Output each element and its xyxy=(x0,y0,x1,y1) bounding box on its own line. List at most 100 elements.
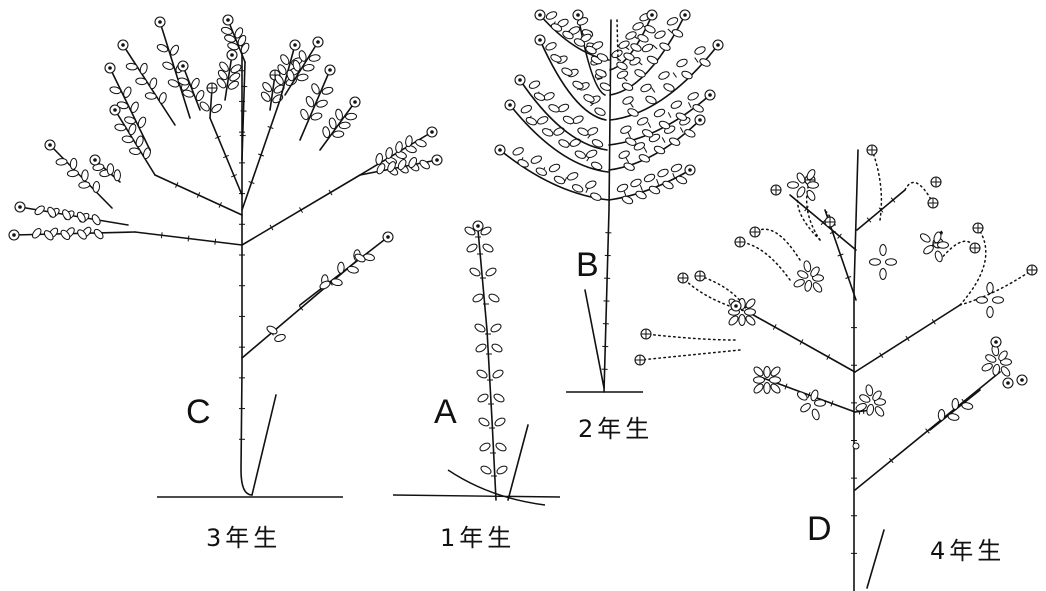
branch-line xyxy=(929,389,981,431)
node-tick xyxy=(845,276,852,279)
leaf-icon xyxy=(472,293,484,303)
branch-line xyxy=(519,79,608,151)
branch-line xyxy=(699,275,749,313)
leaf-icon xyxy=(553,127,565,136)
leaf-icon xyxy=(130,101,139,113)
flowerhead-center-icon xyxy=(430,130,434,134)
node-tick xyxy=(905,335,910,342)
leaf-icon xyxy=(572,184,584,193)
node-tick xyxy=(890,197,896,203)
node-tick xyxy=(866,217,872,223)
leaf-icon xyxy=(274,333,286,343)
leaf-icon xyxy=(525,116,537,126)
node-tick xyxy=(196,192,201,198)
branch-line xyxy=(299,236,389,306)
leaf-icon xyxy=(796,172,806,184)
node-tick xyxy=(627,132,631,138)
leaf-icon xyxy=(224,34,236,43)
leaf-icon xyxy=(558,139,570,148)
leaf-icon xyxy=(675,175,688,185)
node-tick xyxy=(799,339,804,345)
node-tick xyxy=(231,174,237,178)
leaf-icon xyxy=(137,116,147,128)
leaf-icon xyxy=(337,261,345,274)
leaf-icon xyxy=(128,123,137,136)
leaf-icon xyxy=(493,393,505,403)
leaf-icon xyxy=(694,46,706,55)
node-tick xyxy=(639,185,643,191)
root-line xyxy=(507,424,529,501)
leaf-icon xyxy=(553,175,566,185)
leaf-icon xyxy=(623,52,635,61)
node-tick xyxy=(931,318,936,325)
leaf-icon xyxy=(937,409,946,421)
leaf-icon xyxy=(744,308,756,316)
leaf-icon xyxy=(69,157,78,170)
leaf-icon xyxy=(985,354,997,363)
leaf-icon xyxy=(182,89,194,98)
leaf-icon xyxy=(262,82,273,93)
flowerhead-center-icon xyxy=(113,108,117,112)
leaf-icon xyxy=(637,117,649,126)
leaf-icon xyxy=(812,274,824,282)
flowerhead-center-icon xyxy=(108,66,112,70)
plant-age-d: 4年生 xyxy=(930,537,1005,565)
node-tick xyxy=(672,173,676,179)
leaf-icon xyxy=(476,369,488,379)
branch-line xyxy=(319,101,356,151)
plant-age-b: 2年生 xyxy=(578,415,653,443)
leaf-icon xyxy=(494,417,506,427)
leaf-icon xyxy=(937,241,949,249)
leaf-icon xyxy=(135,135,144,148)
node-tick xyxy=(652,44,658,50)
leaf-icon xyxy=(659,42,671,51)
flowerhead-center-icon xyxy=(328,68,332,72)
leaf-icon xyxy=(879,268,887,280)
leaf-icon xyxy=(234,27,244,39)
plant-letter-c: C xyxy=(186,393,211,431)
leaf-icon xyxy=(646,55,659,65)
node-tick xyxy=(647,122,652,128)
leaf-icon xyxy=(310,112,323,121)
node-tick xyxy=(269,224,274,231)
leaf-icon xyxy=(670,100,682,109)
leaf-icon xyxy=(347,265,359,274)
leaf-icon xyxy=(55,158,68,166)
leaf-icon xyxy=(645,95,657,105)
leaf-icon xyxy=(634,69,646,78)
node-tick xyxy=(223,154,229,159)
leaf-icon xyxy=(811,408,820,421)
leaf-icon xyxy=(583,94,595,103)
flowerhead-center-icon xyxy=(18,205,22,209)
flowerhead-center-icon xyxy=(12,233,16,237)
branch-line xyxy=(754,228,801,261)
leaf-icon xyxy=(114,123,127,132)
leaf-icon xyxy=(469,267,481,277)
leaf-icon xyxy=(616,61,628,71)
node-tick xyxy=(328,189,333,196)
flowerhead-center-icon xyxy=(476,224,480,228)
branch-group xyxy=(8,14,443,440)
node-tick xyxy=(837,233,842,239)
node-tick xyxy=(688,102,692,108)
leaf-icon xyxy=(76,211,86,223)
flowerhead-center-icon xyxy=(386,235,390,239)
leaf-icon xyxy=(474,323,486,333)
leaf-icon xyxy=(144,92,157,100)
branch-line xyxy=(645,333,736,341)
leaf-icon xyxy=(796,186,806,198)
node-tick xyxy=(187,235,190,242)
leaf-icon xyxy=(573,38,586,47)
flowerhead-center-icon xyxy=(538,13,542,17)
node-tick xyxy=(820,219,826,226)
leaf-icon xyxy=(230,64,242,74)
leaf-icon xyxy=(266,325,278,335)
leaf-icon xyxy=(149,77,158,90)
leaf-icon xyxy=(81,169,89,182)
leaf-icon xyxy=(216,78,227,89)
main-stem xyxy=(603,19,612,393)
leaf-icon xyxy=(669,137,681,146)
branch-line xyxy=(539,14,610,61)
leaf-icon xyxy=(919,233,931,243)
